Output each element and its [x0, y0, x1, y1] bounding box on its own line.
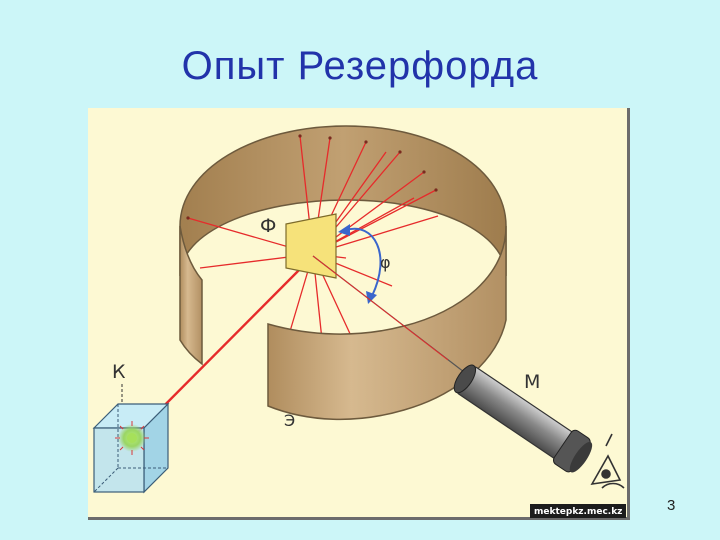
page-number: 3 — [667, 497, 676, 514]
screen-front-right — [267, 225, 507, 421]
angle-arc — [345, 227, 382, 297]
screen-label: Э — [284, 411, 295, 430]
microscope — [453, 364, 593, 473]
rutherford-diagram: Ф φ М Э К — [88, 108, 630, 520]
eye-icon — [590, 433, 625, 489]
watermark-text: mektepkz.mec.kz — [534, 507, 622, 517]
angle-arrow-bottom — [366, 291, 377, 304]
page-title: Опыт Резерфорда — [181, 44, 539, 88]
chamber-floor — [180, 204, 506, 348]
watermark — [530, 504, 626, 518]
gold-foil — [285, 213, 337, 279]
source-label: К — [112, 361, 126, 383]
angle-label: φ — [380, 253, 391, 272]
angle-arrow-top — [338, 224, 350, 236]
foil-label: Ф — [260, 215, 276, 237]
microscope-label: М — [524, 371, 540, 393]
sightline-ray — [312, 255, 449, 361]
radioactive-source — [115, 421, 149, 455]
diagram-canvas: Ф φ М Э К — [92, 125, 626, 518]
screen-front-left — [179, 225, 203, 366]
